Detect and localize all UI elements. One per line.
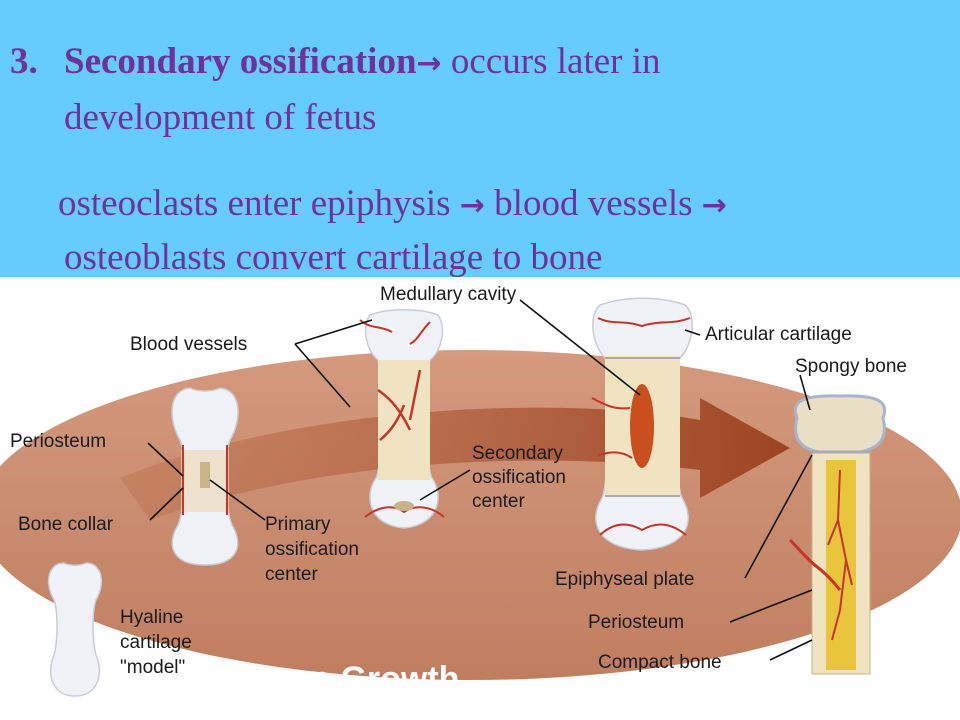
hyaline-cartilage-model xyxy=(47,562,103,697)
label-spongy-bone: Spongy bone xyxy=(795,356,907,377)
label-primary-2: ossification xyxy=(265,539,359,560)
arrow-icon: → xyxy=(701,188,727,223)
header-line-3: osteoclasts enter epiphysis → blood vess… xyxy=(58,182,727,228)
label-primary-1: Primary xyxy=(265,514,331,535)
bone-growth-diagram: Medullary cavity Blood vessels Articular… xyxy=(0,284,960,698)
step-osteoclasts: osteoclasts enter epiphysis xyxy=(58,183,451,224)
label-primary-3: center xyxy=(265,564,318,585)
step-blood-vessels: blood vessels xyxy=(494,183,693,224)
label-blood-vessels: Blood vessels xyxy=(130,334,247,355)
label-hyaline-2: cartilage xyxy=(120,632,192,653)
blood-vessel-bone xyxy=(359,309,445,529)
label-secondary-1: Secondary xyxy=(472,443,563,464)
header-panel: 3. Secondary ossification→ occurs later … xyxy=(0,0,960,278)
label-hyaline-3: "model" xyxy=(120,657,185,678)
mature-bone xyxy=(788,394,887,675)
label-bone-collar: Bone collar xyxy=(18,514,114,535)
diagram-title: Bone Growth xyxy=(246,660,459,698)
arrow-icon: → xyxy=(459,188,485,223)
label-secondary-3: center xyxy=(472,491,525,512)
label-periosteum-right: Periosteum xyxy=(588,612,684,633)
primary-ossification-bone xyxy=(171,387,239,566)
term-secondary-ossification: Secondary ossification xyxy=(64,41,417,82)
leader-lines xyxy=(147,299,813,661)
label-secondary-2: ossification xyxy=(472,467,566,488)
label-epiphyseal-plate: Epiphyseal plate xyxy=(555,569,694,590)
label-articular-cartilage: Articular cartilage xyxy=(705,324,852,345)
header-line-2: development of fetus xyxy=(64,97,377,138)
header-line-4: osteoblasts convert cartilage to bone xyxy=(64,237,603,278)
medullary-cavity-bone xyxy=(591,297,693,551)
label-compact-bone: Compact bone xyxy=(598,652,722,673)
label-medullary-cavity: Medullary cavity xyxy=(380,284,517,305)
label-hyaline-1: Hyaline xyxy=(120,607,183,628)
header-line-1: Secondary ossification→ occurs later in xyxy=(64,40,661,86)
header-line-1-rest: occurs later in xyxy=(441,41,661,82)
arrow-icon: → xyxy=(416,46,442,81)
list-number: 3. xyxy=(10,41,38,82)
label-periosteum-left: Periosteum xyxy=(10,431,106,452)
